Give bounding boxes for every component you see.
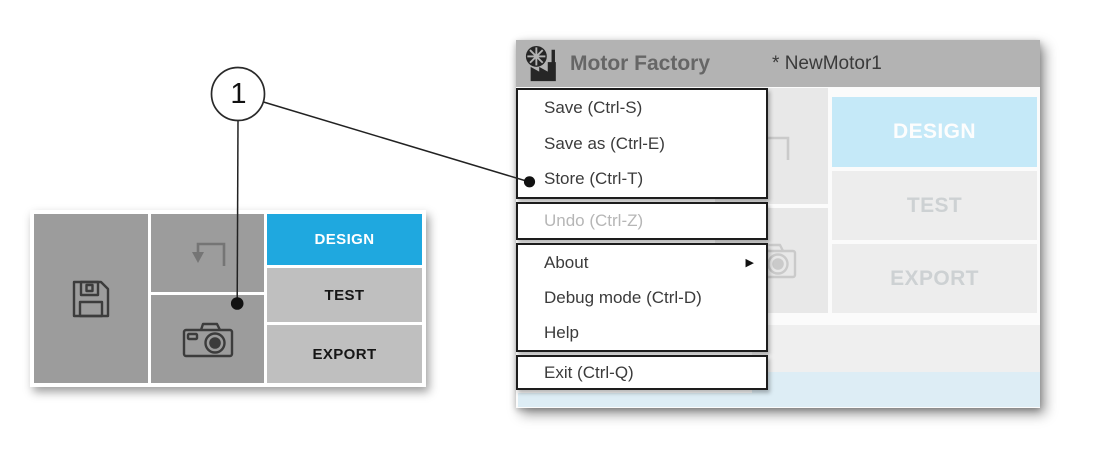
callout-circle xyxy=(210,66,266,122)
submenu-arrow-icon: ▶ xyxy=(745,257,754,269)
menu-item-save-as[interactable]: Save as (Ctrl-E) xyxy=(544,133,665,153)
main-menu: Save (Ctrl-S) Save as (Ctrl-E) Store (Ct… xyxy=(516,88,768,393)
menu-item-undo: Undo (Ctrl-Z) xyxy=(544,211,644,230)
menu-item-debug-mode[interactable]: Debug mode (Ctrl-D) xyxy=(544,287,702,307)
snapshot-button[interactable] xyxy=(151,295,264,383)
menu-section-save: Save (Ctrl-S) Save as (Ctrl-E) Store (Ct… xyxy=(516,88,768,199)
tab-export[interactable]: EXPORT xyxy=(267,325,422,383)
bottom-strip-right xyxy=(752,372,1040,407)
menu-item-save[interactable]: Save (Ctrl-S) xyxy=(544,97,643,117)
bottom-strip-left xyxy=(518,393,752,407)
toolbar-tab-column: DESIGN TEST EXPORT xyxy=(267,214,422,383)
snapshot-camera-icon xyxy=(182,322,233,358)
window-header: Motor Factory * NewMotor1 xyxy=(516,40,1040,87)
toolbar-panel: DESIGN TEST EXPORT xyxy=(30,210,426,387)
motor-factory-logo xyxy=(525,45,556,81)
background-tab-export: EXPORT xyxy=(832,244,1037,313)
menu-item-help[interactable]: Help xyxy=(544,322,579,342)
load-button[interactable] xyxy=(151,214,264,292)
tab-test[interactable]: TEST xyxy=(267,268,422,322)
menu-item-about[interactable]: About ▶ xyxy=(518,245,766,280)
save-floppy-icon xyxy=(72,280,110,317)
toolbar-middle-column xyxy=(151,214,264,383)
background-tab-design: DESIGN xyxy=(832,97,1037,167)
menu-item-store[interactable]: Store (Ctrl-T) xyxy=(544,169,644,189)
callout-line-to-store xyxy=(263,101,529,183)
background-tab-test: TEST xyxy=(832,171,1037,240)
document-name: * NewMotor1 xyxy=(772,52,882,74)
callout-number: 1 xyxy=(230,77,247,110)
menu-section-exit: Exit (Ctrl-Q) xyxy=(516,355,768,390)
window-title: Motor Factory xyxy=(570,51,711,75)
save-button[interactable] xyxy=(34,214,148,383)
tab-design[interactable]: DESIGN xyxy=(267,214,422,265)
menu-section-tools: About ▶ Debug mode (Ctrl-D) Help xyxy=(516,243,768,352)
content-area-band xyxy=(752,325,1040,372)
menu-item-about-label: About xyxy=(544,252,589,272)
menu-item-exit[interactable]: Exit (Ctrl-Q) xyxy=(544,362,634,382)
menu-section-undo: Undo (Ctrl-Z) xyxy=(516,202,768,240)
load-arrow-icon xyxy=(191,242,225,266)
